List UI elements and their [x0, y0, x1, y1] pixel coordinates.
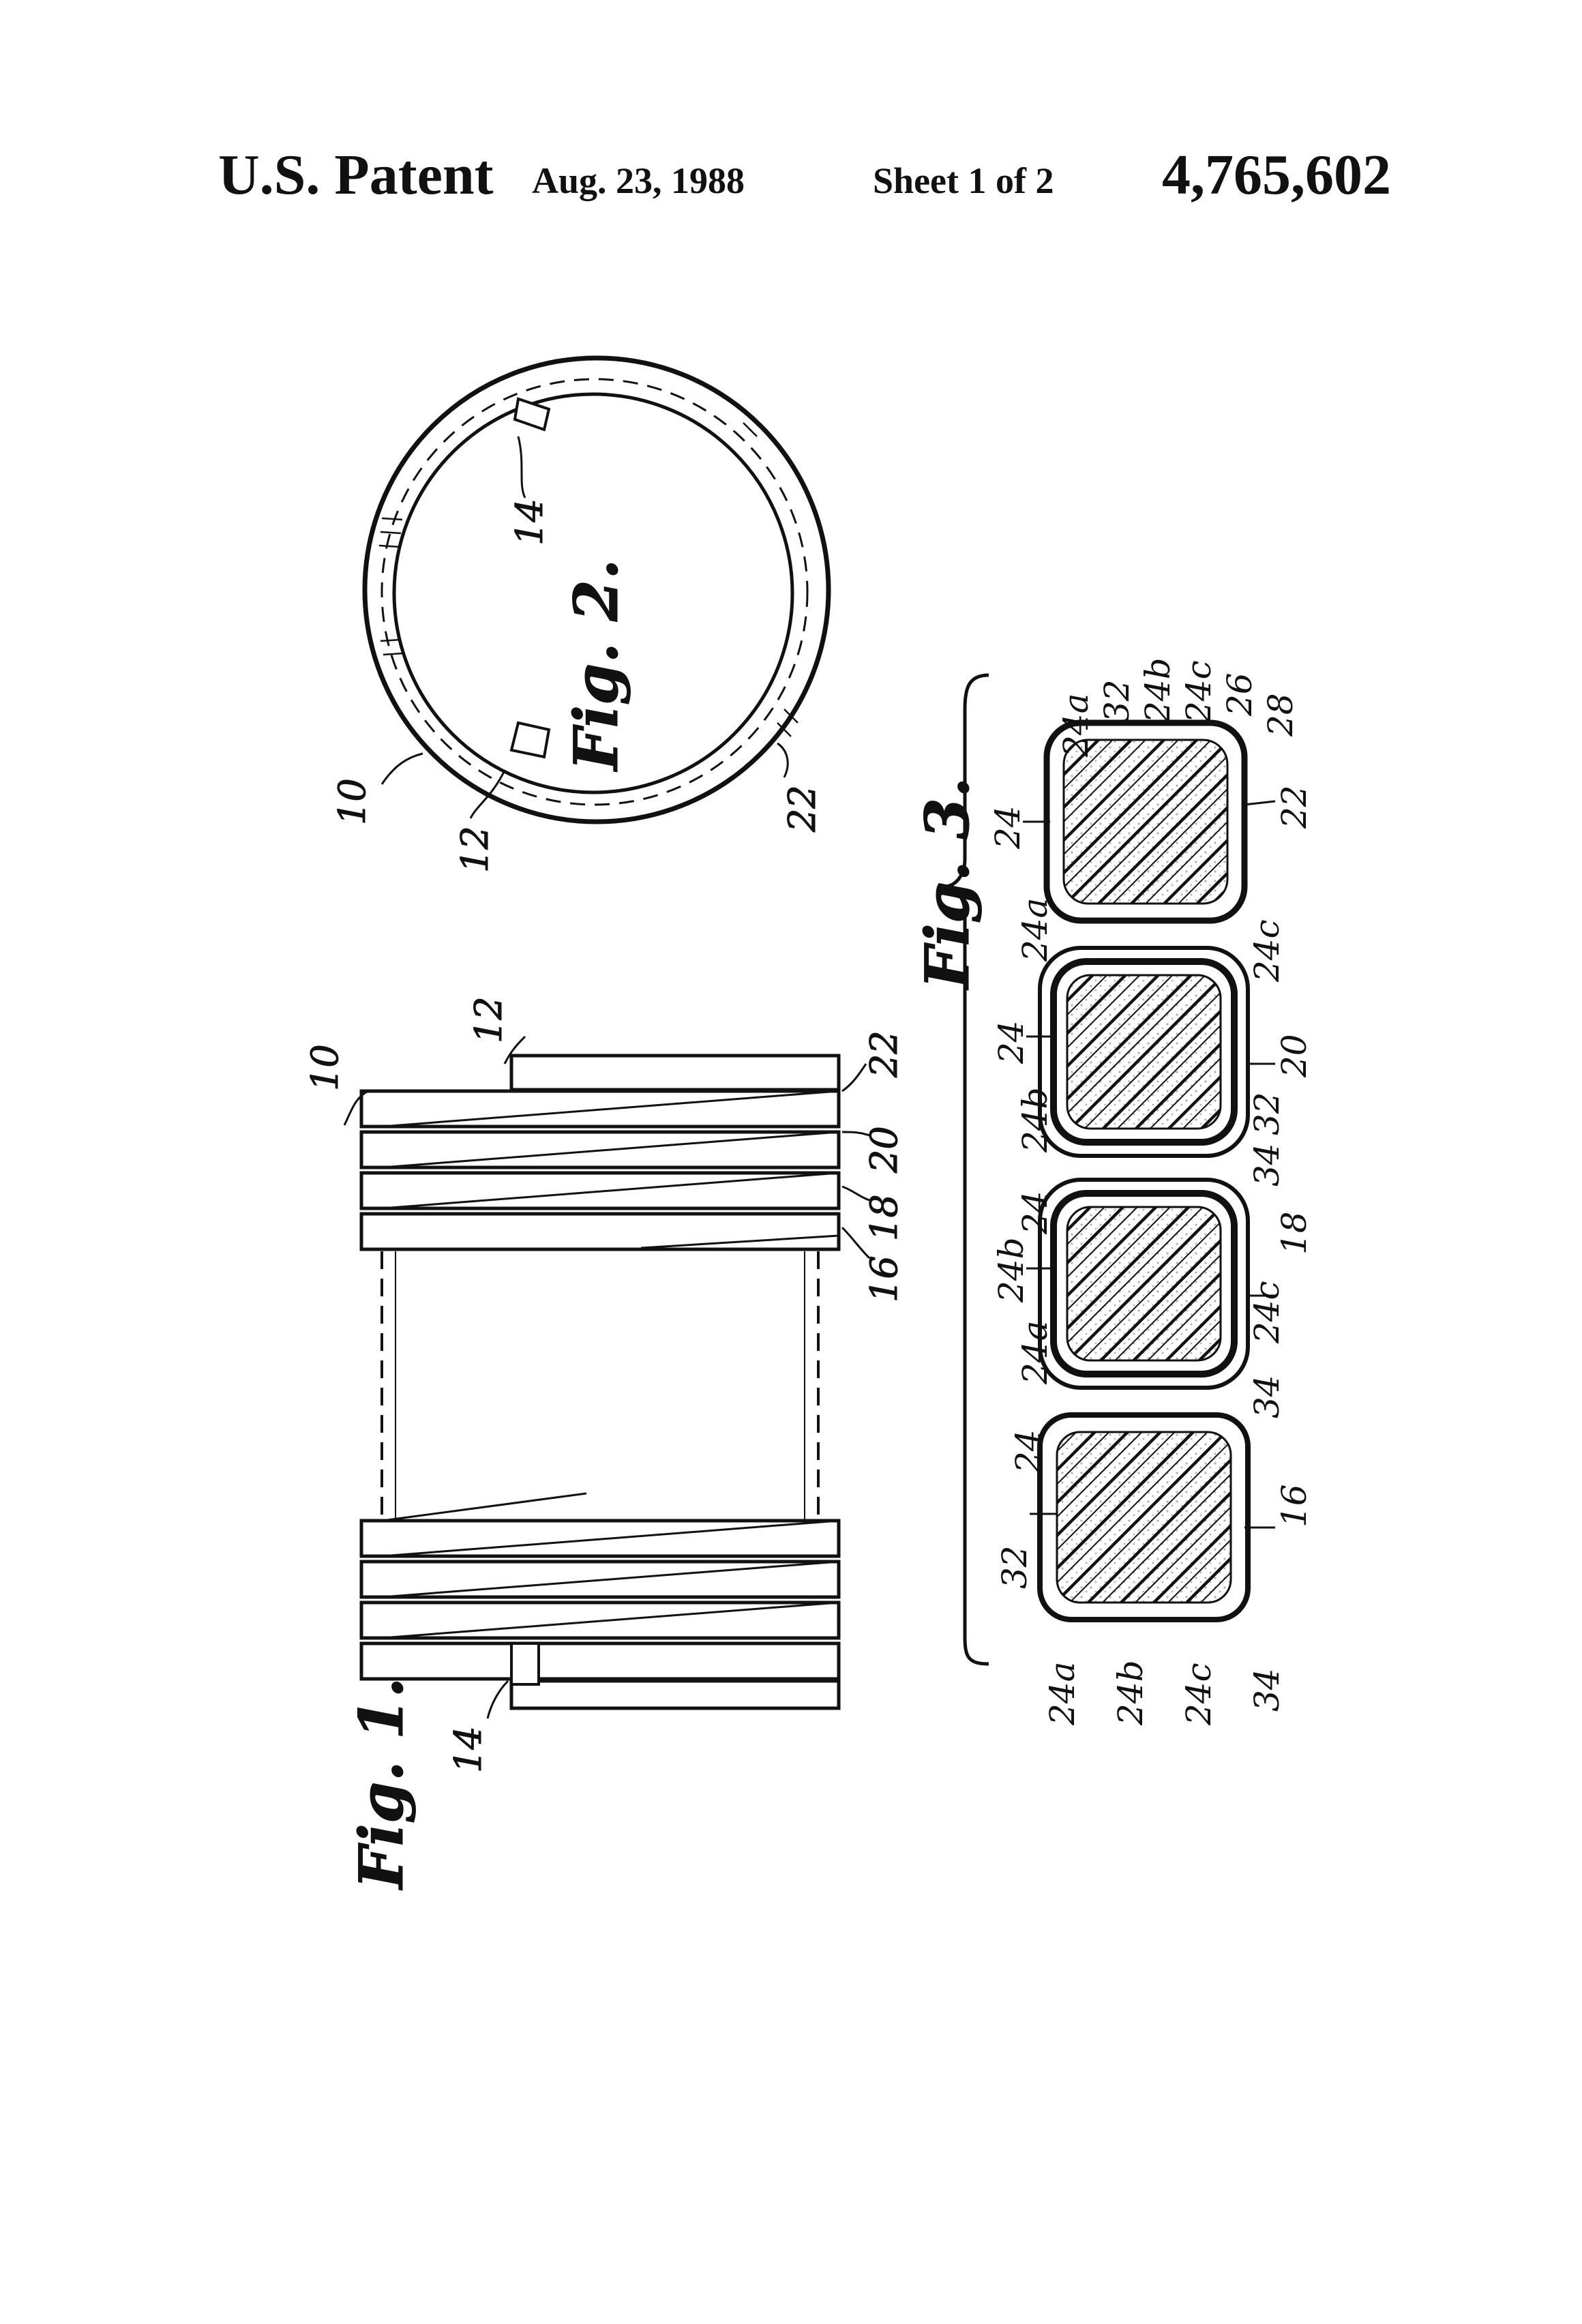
fig3-title-group: Fig. 3. [912, 777, 983, 991]
s18-label-24c: 24c [1247, 1281, 1287, 1344]
s16-label-24a: 24a [1043, 1662, 1082, 1726]
fig2-label-22: 22 [781, 785, 824, 833]
fig1-label-12: 12 [467, 996, 510, 1043]
fig2-title-group: Fig. 2. [561, 558, 631, 773]
s22-label-24b: 24b [1138, 657, 1178, 724]
s16-label-34: 34 [1247, 1668, 1287, 1712]
fig3-section-16 [1040, 1415, 1248, 1620]
fig1-label-20: 20 [863, 1126, 906, 1174]
fig1-label-18: 18 [863, 1194, 906, 1241]
s22-label-28: 28 [1261, 693, 1300, 737]
fig1-top-coils [361, 1056, 839, 1249]
fig1-label-16: 16 [863, 1255, 906, 1302]
s16-label-24: 24 [1009, 1429, 1048, 1474]
s20-label-34: 34 [1247, 1143, 1287, 1187]
figure-1: Fig. 1. [303, 996, 906, 1891]
fig1-bottom-coils [361, 1521, 839, 1708]
s16-label-24c: 24c [1179, 1663, 1219, 1726]
fig1-label-14: 14 [447, 1726, 490, 1773]
s20-label-24c: 24c [1247, 919, 1287, 983]
fig2-leader-14 [518, 436, 525, 498]
s18-label-24a: 24a [1015, 1321, 1055, 1385]
s20-label-24: 24 [991, 1020, 1031, 1064]
fig2-label-10: 10 [331, 778, 374, 825]
fig1-end-14 [511, 1643, 539, 1684]
fig2-end-12 [511, 723, 549, 757]
fig1-title-group: Fig. 1. [346, 1677, 417, 1891]
figure-3: Fig. 3. [912, 657, 1314, 1726]
s20-label-24a: 24a [1015, 898, 1055, 962]
fig1-label-10: 10 [303, 1044, 346, 1091]
s22-label-32: 32 [1097, 679, 1137, 723]
s16-label-24b: 24b [1111, 1660, 1150, 1726]
s22-label-24a: 24a [1056, 694, 1096, 758]
fig2-end-14 [515, 399, 549, 430]
fig2-label-14: 14 [508, 498, 551, 546]
figure-2: Fig. 2. 12 14 10 22 [331, 358, 829, 873]
s16-label-16: 16 [1274, 1484, 1314, 1528]
s16-label-32: 32 [995, 1545, 1034, 1589]
s18-label-24b: 24b [991, 1237, 1031, 1303]
s18-label-34: 34 [1247, 1375, 1287, 1418]
s20-label-32: 32 [1247, 1092, 1287, 1135]
fig3-section-20 [1040, 948, 1248, 1156]
s18-label-24: 24 [1015, 1191, 1055, 1235]
fig1-title: Fig. 1. [346, 1677, 417, 1891]
s22-label-24c: 24c [1179, 660, 1219, 724]
fig1-label-22: 22 [863, 1030, 906, 1078]
fig2-label-12: 12 [453, 826, 496, 873]
fig2-title: Fig. 2. [561, 558, 631, 773]
s22-label-24: 24 [988, 805, 1028, 850]
s18-label-18: 18 [1274, 1211, 1314, 1255]
s22-label-22: 22 [1274, 785, 1314, 829]
s22-label-26: 26 [1220, 672, 1259, 717]
fig2-leader-10 [382, 754, 423, 784]
fig3-title: Fig. 3. [912, 777, 983, 991]
s20-label-20: 20 [1274, 1034, 1314, 1078]
fig2-leader-22 [777, 743, 788, 777]
s20-label-24b: 24b [1015, 1087, 1055, 1153]
fig3-section-18 [1040, 1180, 1248, 1388]
